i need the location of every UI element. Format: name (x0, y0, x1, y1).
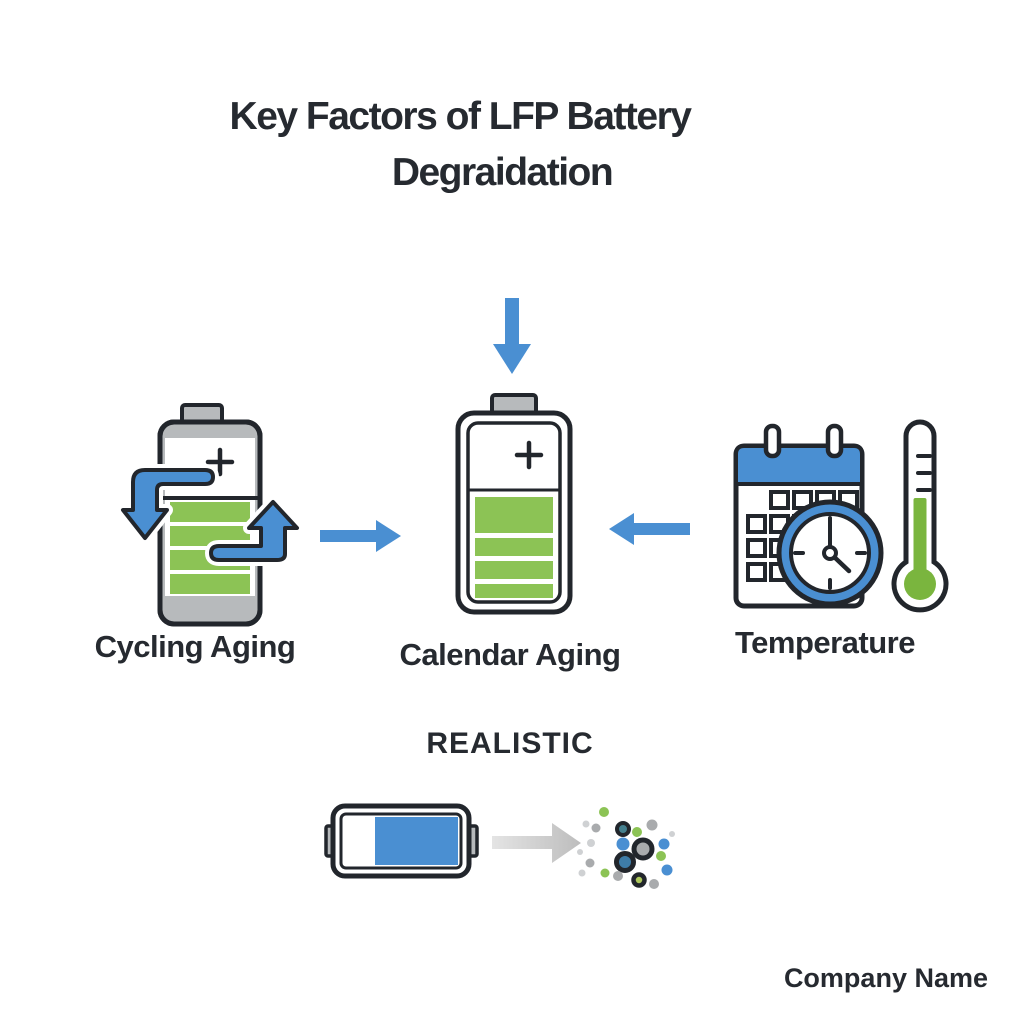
battery-body (157, 403, 263, 627)
clock-icon (776, 499, 884, 607)
thermometer-icon (891, 419, 949, 613)
charge-bars (170, 502, 250, 594)
cycling-battery-icon (117, 403, 303, 627)
company-name: Company Name (783, 963, 988, 993)
charge-bars (475, 497, 553, 598)
gray-arrow-icon (492, 823, 581, 863)
discharge-arrow-icon (117, 464, 219, 544)
page-title-line1: Key Factors of LFP Battery (229, 95, 692, 138)
section-label-realistic: REALISTIC (426, 727, 594, 760)
calendar-clock-thermometer-icon (733, 419, 949, 613)
degradation-particles-icon (577, 807, 675, 889)
calendar-battery-icon (455, 393, 573, 615)
factor-label-temperature: Temperature (735, 625, 916, 660)
charge-level (375, 817, 458, 865)
plus-terminal-icon (205, 447, 235, 477)
page-title-line2: Degraidation (391, 151, 614, 194)
charge-arrow-icon (205, 496, 303, 566)
factor-label-cycling-aging: Cycling Aging (94, 629, 296, 664)
down-arrow-icon (493, 298, 531, 374)
calendar-ring (763, 423, 782, 459)
right-arrow-icon (320, 520, 401, 552)
left-arrow-icon (609, 513, 690, 545)
thermometer-ticks (916, 454, 932, 492)
calendar-ring (825, 423, 844, 459)
plus-terminal-icon (514, 440, 544, 470)
battery-horizontal-icon (324, 803, 479, 879)
factor-label-calendar-aging: Calendar Aging (399, 637, 621, 672)
